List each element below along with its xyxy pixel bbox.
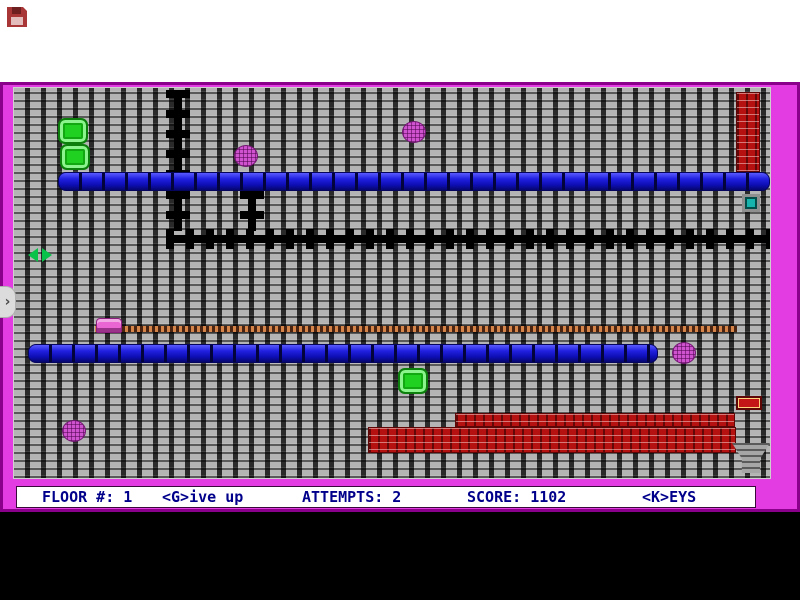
game-playfield[interactable] bbox=[14, 88, 770, 478]
red-block bbox=[736, 396, 762, 410]
blue-bar bbox=[58, 172, 770, 191]
status-bar: FLOOR #: 1 <G>ive up ATTEMPTS: 2 SCORE: … bbox=[16, 486, 756, 508]
red-rows bbox=[368, 427, 736, 453]
purple-ball bbox=[672, 342, 696, 364]
chain bbox=[95, 326, 737, 332]
cross-v bbox=[166, 191, 190, 231]
green-box bbox=[60, 144, 90, 170]
blue-bar bbox=[28, 344, 658, 363]
score-label: SCORE: 1102 bbox=[467, 488, 567, 506]
side-panel-toggle[interactable]: › bbox=[0, 286, 16, 318]
cross-v bbox=[166, 90, 190, 172]
attempts-label: ATTEMPTS: 2 bbox=[302, 488, 402, 506]
game-window: FLOOR #: 1 <G>ive up ATTEMPTS: 2 SCORE: … bbox=[0, 82, 800, 512]
red-column bbox=[736, 92, 760, 172]
cross-h bbox=[166, 229, 770, 249]
letterbox-bottom bbox=[0, 512, 800, 600]
keys-label: <K>EYS bbox=[642, 488, 697, 506]
give-up-label: <G>ive up bbox=[162, 488, 244, 506]
red-rows bbox=[455, 413, 735, 427]
green-box bbox=[58, 118, 88, 144]
purple-ball bbox=[62, 420, 86, 442]
save-icon[interactable] bbox=[7, 7, 27, 27]
player bbox=[96, 318, 122, 333]
cross-v bbox=[240, 191, 264, 231]
purple-ball bbox=[234, 145, 258, 167]
funnel bbox=[732, 443, 770, 473]
arrows bbox=[28, 248, 52, 262]
browser-toolbar bbox=[0, 0, 800, 82]
floor-label: FLOOR #: 1 bbox=[42, 488, 133, 506]
exit-icon bbox=[742, 194, 760, 212]
green-box bbox=[398, 368, 428, 394]
purple-ball bbox=[402, 121, 426, 143]
chevron-right-icon: › bbox=[4, 294, 11, 310]
